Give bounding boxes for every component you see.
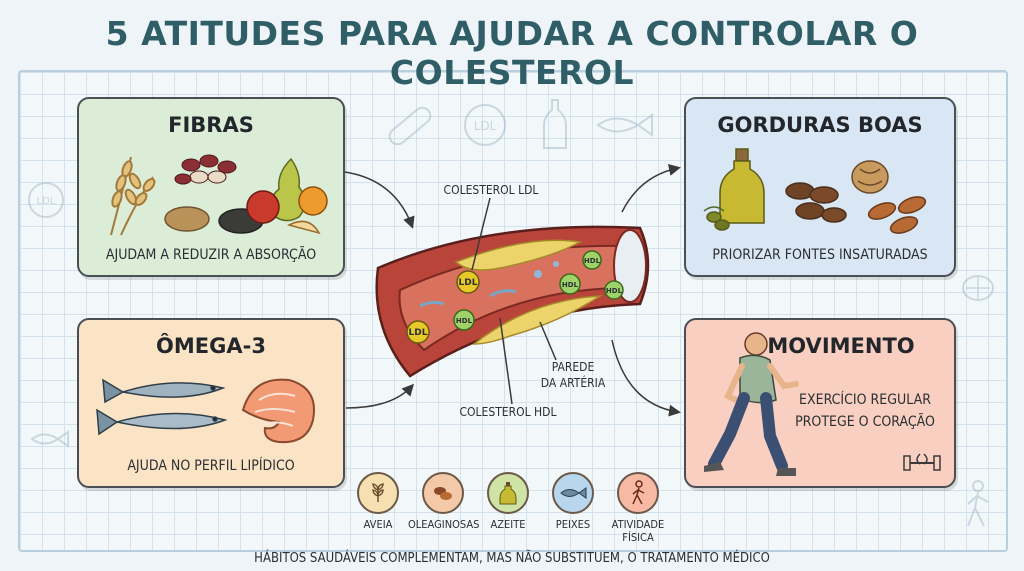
walnut-icon (851, 160, 889, 194)
card-title-fibras: FIBRAS (168, 113, 254, 137)
label-parede-line-2: DA ARTÉRIA (540, 376, 606, 390)
brazil-nuts-icon (785, 182, 847, 223)
olive-oil-icon (487, 472, 529, 514)
background-pill-icon (388, 106, 432, 146)
card-omega-3: ÔMEGA-3 AJUDA NO PERFIL LIPÍDICO (77, 318, 345, 488)
habit-label-oleaginosas: OLEAGINOSAS (408, 518, 480, 531)
background-nut-icon (962, 275, 994, 301)
nuts-icon (422, 472, 464, 514)
background-walker-icon (967, 480, 989, 527)
card-subtitle-fibras: AJUDAM A REDUZIR A ABSORÇÃO (105, 247, 317, 263)
fish-illustration (96, 378, 315, 444)
wheat-icon (357, 472, 399, 514)
healthy-fats-illustration (703, 148, 927, 234)
page-title: 5 ATITUDES PARA AJUDAR A CONTROLAR O COL… (105, 14, 919, 92)
label-colesterol-hdl: COLESTEROL HDL (459, 405, 557, 419)
card-subtitle-gorduras-boas: PRIORIZAR FONTES INSATURADAS (712, 247, 928, 263)
svg-text:LDL: LDL (474, 119, 497, 133)
habit-label-atividade: ATIVIDADE (611, 518, 665, 531)
card-fibras: FIBRAS (77, 97, 345, 277)
background-fish-icon-left (30, 430, 69, 448)
walking-man-illustration (704, 332, 799, 476)
almonds-icon (867, 196, 927, 234)
background-ldl-badge-icon: LDL (464, 104, 506, 146)
footer-disclaimer: HÁBITOS SAUDÁVEIS COMPLEMENTAM, MAS NÃO … (254, 551, 770, 566)
artery-illustration: LDL LDL HDL HDL HDL HDL (375, 225, 650, 378)
fish-icon (552, 472, 594, 514)
habit-atividade-fisica: ATIVIDADE FÍSICA (603, 472, 673, 544)
card-subtitle-movimento-line-2: PROTEGE O CORAÇÃO (795, 414, 935, 430)
beans-icon (174, 154, 237, 185)
background-fish-icon (596, 113, 653, 137)
label-parede-line-1: PAREDE (551, 360, 595, 374)
card-subtitle-movimento-line-1: EXERCÍCIO REGULAR (799, 392, 931, 408)
ldl-badge-1: LDL (459, 278, 478, 288)
habit-peixes: PEIXES (538, 472, 608, 531)
background-ldl-badge-icon-left: LDL (28, 182, 64, 218)
hdl-badge-1: HDL (456, 317, 473, 325)
background-bottle-icon (543, 99, 567, 149)
fiber-foods-illustration (110, 154, 328, 236)
card-title-omega-3: ÔMEGA-3 (156, 334, 266, 358)
orange-icon (298, 186, 328, 216)
dumbbell-icon (903, 453, 941, 471)
lentils-icon (164, 206, 210, 232)
hdl-badge-2: HDL (562, 281, 579, 289)
walking-icon (617, 472, 659, 514)
card-movimento: MOVIMENTO EXERCÍCIO REGULAR PROTEGE O CO… (684, 318, 956, 488)
sardine-icon (102, 378, 226, 404)
ldl-badge-2: LDL (409, 328, 428, 338)
svg-text:LDL: LDL (37, 196, 56, 207)
card-title-gorduras-boas: GORDURAS BOAS (717, 113, 923, 137)
card-gorduras-boas: GORDURAS BOAS PRIORIZAR FONTES INSATURAD… (684, 97, 956, 277)
wheat-icon (110, 156, 156, 236)
habit-label-azeite: AZEITE (490, 518, 526, 531)
habit-label-aveia: AVEIA (363, 518, 393, 531)
habit-label-fisica: FÍSICA (622, 531, 654, 544)
olive-oil-icon (703, 148, 765, 231)
habit-label-peixes: PEIXES (555, 518, 591, 531)
label-colesterol-ldl: COLESTEROL LDL (443, 183, 539, 197)
habit-oleaginosas: OLEAGINOSAS (408, 472, 480, 531)
apple-icon (246, 190, 280, 224)
salmon-steak-icon (241, 378, 315, 444)
card-subtitle-omega-3: AJUDA NO PERFIL LIPÍDICO (127, 458, 295, 474)
habit-azeite: AZEITE (473, 472, 543, 531)
card-title-movimento: MOVIMENTO (767, 334, 915, 358)
habit-aveia: AVEIA (343, 472, 413, 531)
hdl-badge-4: HDL (606, 287, 623, 295)
hdl-badge-3: HDL (584, 257, 601, 265)
sardine-icon-2 (96, 408, 228, 436)
